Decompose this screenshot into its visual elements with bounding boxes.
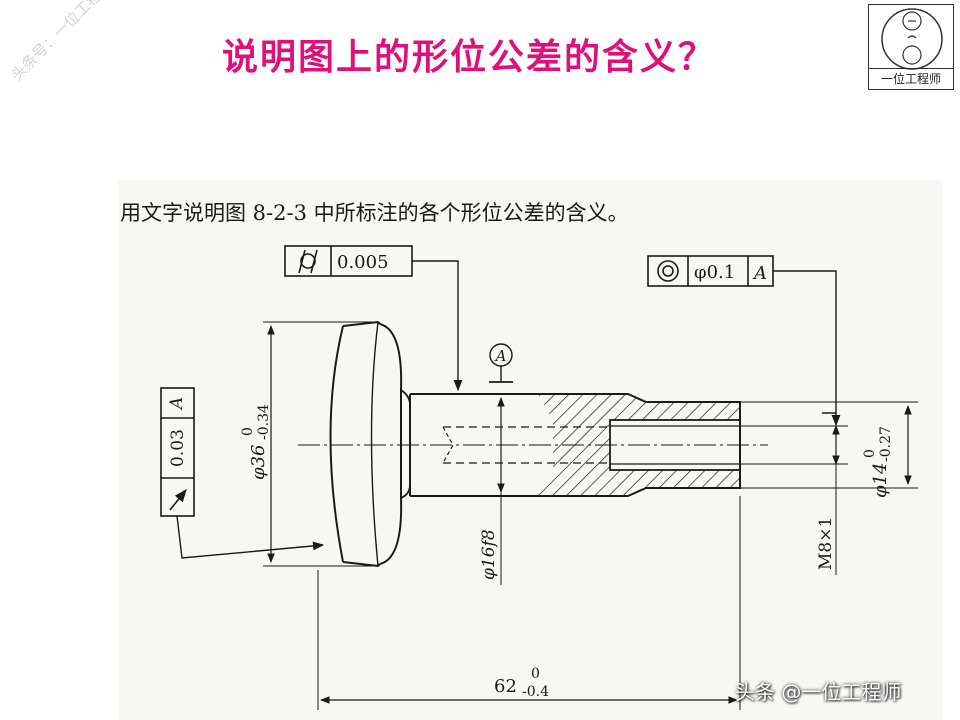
- dimension-step-diameter: φ14 0 -0.27: [740, 401, 918, 498]
- cylindricity-symbol-icon: [298, 249, 318, 274]
- coaxiality-datum: A: [752, 263, 767, 284]
- engineering-drawing: 用文字说明图 8-2-3 中所标注的各个形位公差的含义。 0.005 φ0.1: [120, 201, 918, 710]
- head-diameter-upper: 0: [240, 427, 256, 436]
- overall-length-lower: -0.4: [522, 684, 549, 700]
- dimension-shaft-diameter: φ16f8: [479, 397, 505, 585]
- slide-title: 说明图上的形位公差的含义？: [222, 37, 717, 78]
- runout-frame: A 0.03: [160, 387, 325, 559]
- head-diameter-lower: -0.34: [256, 404, 272, 440]
- dimension-thread: M8×1: [740, 425, 848, 575]
- runout-value: 0.03: [168, 429, 188, 467]
- cylindricity-frame: 0.005: [284, 245, 463, 392]
- problem-statement: 用文字说明图 8-2-3 中所标注的各个形位公差的含义。: [120, 201, 629, 225]
- datum-a-symbol: A: [489, 343, 513, 383]
- part-outline: [298, 320, 768, 568]
- runout-datum: A: [167, 397, 187, 411]
- watermark: 头条号：一位工程师: [7, 0, 116, 85]
- overall-length-nominal: 62: [494, 676, 517, 697]
- shaft-diameter-label: φ16f8: [479, 529, 499, 580]
- step-diameter-upper: 0: [862, 449, 878, 458]
- step-diameter-lower: -0.27: [878, 426, 894, 462]
- circular-runout-symbol-icon: [169, 489, 187, 511]
- cylindricity-value: 0.005: [337, 252, 389, 273]
- scanned-drawing: 用文字说明图 8-2-3 中所标注的各个形位公差的含义。 0.005 φ0.1: [118, 180, 943, 720]
- coaxiality-frame: φ0.1 A: [647, 255, 841, 427]
- logo-text: 一位工程师: [869, 68, 953, 87]
- logo-mark-icon: [881, 8, 943, 70]
- dimension-head-diameter: φ36 0 -0.34: [240, 321, 373, 567]
- logo: 一位工程师: [868, 4, 954, 90]
- overall-length-upper: 0: [531, 666, 540, 682]
- datum-a-label: A: [494, 347, 507, 365]
- step-diameter-nominal: φ14: [870, 462, 891, 498]
- head-diameter-nominal: φ36: [248, 444, 269, 480]
- dimension-overall-length: 62 0 -0.4: [317, 496, 741, 710]
- coaxiality-value: φ0.1: [694, 262, 735, 283]
- footer-credit: 头条 @一位工程师: [735, 680, 902, 704]
- concentricity-symbol-icon: [657, 260, 679, 282]
- thread-label: M8×1: [816, 517, 836, 570]
